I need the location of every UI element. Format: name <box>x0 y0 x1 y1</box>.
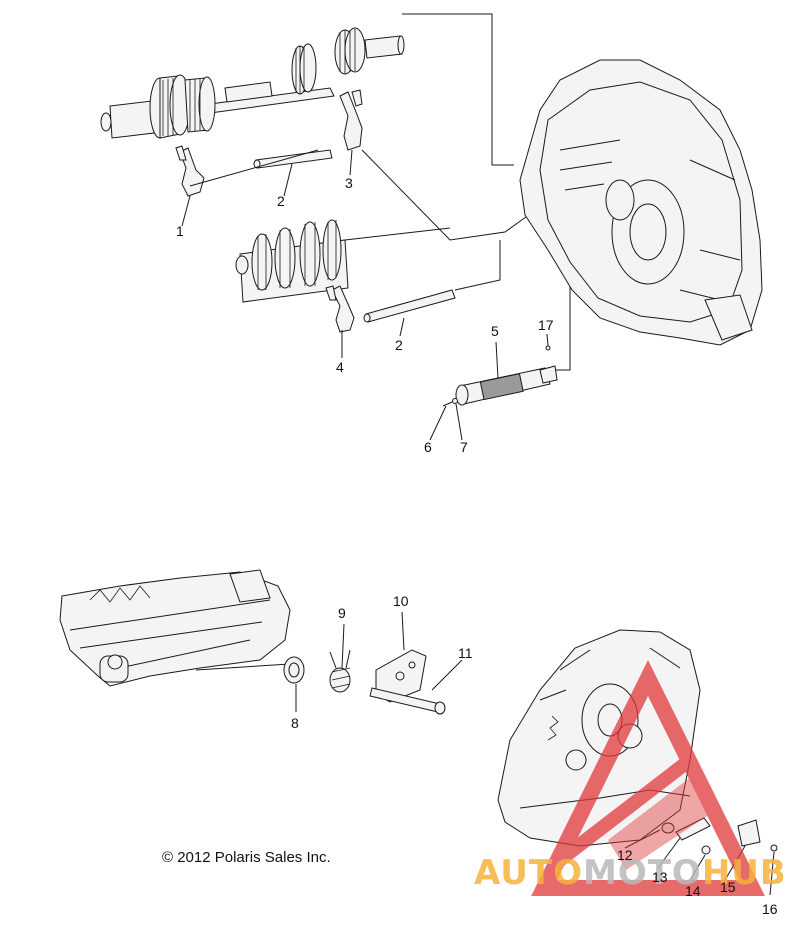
shift-drum-5 <box>455 345 558 406</box>
callout-3: 3 <box>345 175 353 191</box>
lower-left-engine-case <box>59 569 291 687</box>
shift-fork-3 <box>339 89 363 151</box>
watermark-text: AUTOMOTOHUB <box>474 853 787 893</box>
callout-10: 10 <box>393 593 409 609</box>
shift-rod-2-upper <box>253 149 333 169</box>
callout-17: 17 <box>538 317 554 333</box>
callout-1: 1 <box>176 223 184 239</box>
callout-4: 4 <box>336 359 344 375</box>
detent-pin-6-spring-7 <box>442 398 458 407</box>
shift-fork-4 <box>325 285 355 333</box>
callout-2a: 2 <box>277 193 285 209</box>
watermark-logo: AUTOMOTOHUB <box>474 659 787 896</box>
callout-7: 7 <box>460 439 468 455</box>
callout-13: 13 <box>652 869 668 885</box>
shift-spring-9 <box>329 649 351 693</box>
shift-shaft-bushing-8 <box>283 656 305 684</box>
callout-8: 8 <box>291 715 299 731</box>
lower-left-leaders <box>295 611 463 712</box>
callout-12: 12 <box>617 847 633 863</box>
watermark-auto: AUTO <box>474 853 583 893</box>
callout-11: 11 <box>458 645 473 661</box>
shift-linkage-parts <box>661 817 778 855</box>
watermark-hub: HUB <box>702 853 787 893</box>
callout-2b: 2 <box>395 337 403 353</box>
crankcase-half <box>519 59 763 346</box>
callout-9: 9 <box>338 605 346 621</box>
callout-15: 15 <box>720 879 736 895</box>
callout-leaders <box>181 149 549 441</box>
countershaft-gear-cluster <box>235 219 349 303</box>
shift-fork-1 <box>175 145 205 197</box>
callout-6: 6 <box>424 439 432 455</box>
shift-shaft-11 <box>369 687 446 715</box>
watermark-triangle <box>531 659 765 896</box>
callout-16: 16 <box>762 901 778 917</box>
shift-rod-2-lower <box>363 289 456 323</box>
callout-5: 5 <box>491 323 499 339</box>
copyright-notice: © 2012 Polaris Sales Inc. <box>162 849 331 866</box>
callout-14: 14 <box>685 883 701 899</box>
upper-mainshaft <box>100 27 405 139</box>
watermark-moto: MOTO <box>583 853 702 893</box>
